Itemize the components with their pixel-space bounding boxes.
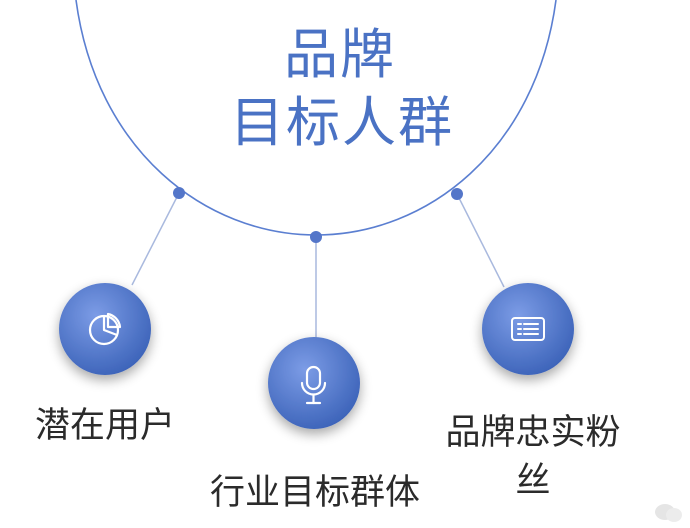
arc-dot-middle: [310, 231, 322, 243]
title-line-2: 目标人群: [230, 91, 454, 154]
watermark-icon: [655, 504, 682, 522]
label-brand-loyal-fans: 品牌忠实粉 丝: [433, 409, 633, 505]
connector-right: [456, 193, 505, 288]
title-line-1: 品牌: [284, 23, 396, 86]
arc-dot-left: [173, 187, 185, 199]
label-brand-loyal-fans-line1: 品牌忠实粉: [445, 413, 621, 453]
connector-left: [131, 192, 180, 286]
label-potential-users: 潜在用户: [34, 406, 175, 446]
pie-chart-icon: [88, 312, 122, 346]
microphone-icon: [300, 365, 327, 405]
arc-dot-right: [451, 188, 463, 200]
node-middle: [268, 337, 360, 429]
list-card-icon: [511, 317, 545, 341]
label-industry-target-group: 行业目标群体: [209, 473, 420, 513]
label-brand-loyal-fans-line2: 丝: [515, 461, 551, 501]
